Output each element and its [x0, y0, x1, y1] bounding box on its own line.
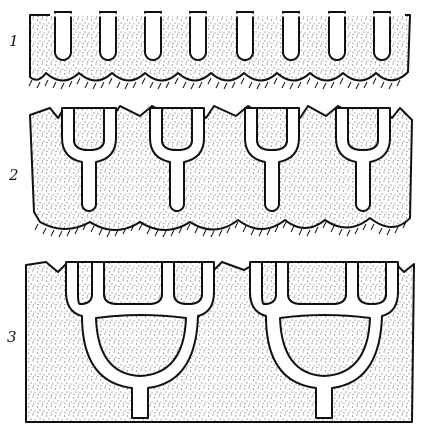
panel-1: 1: [9, 12, 410, 89]
panel-3-label: 3: [7, 328, 17, 346]
panel-1-basal-hatching: [29, 78, 400, 89]
panel-1-label: 1: [9, 32, 19, 50]
pit-channel: [145, 12, 161, 60]
pit-bulb: [262, 262, 276, 304]
pit-bulb: [348, 108, 378, 150]
panel-1-body: [30, 15, 410, 81]
pit-bulb: [78, 262, 92, 304]
pit-bulb: [162, 108, 192, 150]
pit-channel: [55, 12, 71, 60]
panel-3: 3: [7, 262, 414, 422]
pit-channel: [329, 12, 345, 60]
panel-2: 2: [8, 106, 412, 237]
pit-bulb: [288, 262, 346, 304]
pit-bulb: [257, 108, 287, 150]
pit-bulb: [74, 108, 104, 150]
pit-channel: [190, 12, 206, 60]
pit-bulb: [104, 262, 162, 304]
pit-bulb: [174, 262, 202, 304]
pit-bulb: [358, 262, 386, 304]
panel-2-label: 2: [8, 166, 19, 184]
pit-channel: [237, 12, 253, 60]
pit-channel: [374, 12, 390, 60]
pit-channel: [100, 12, 116, 60]
pit-channel: [283, 12, 299, 60]
